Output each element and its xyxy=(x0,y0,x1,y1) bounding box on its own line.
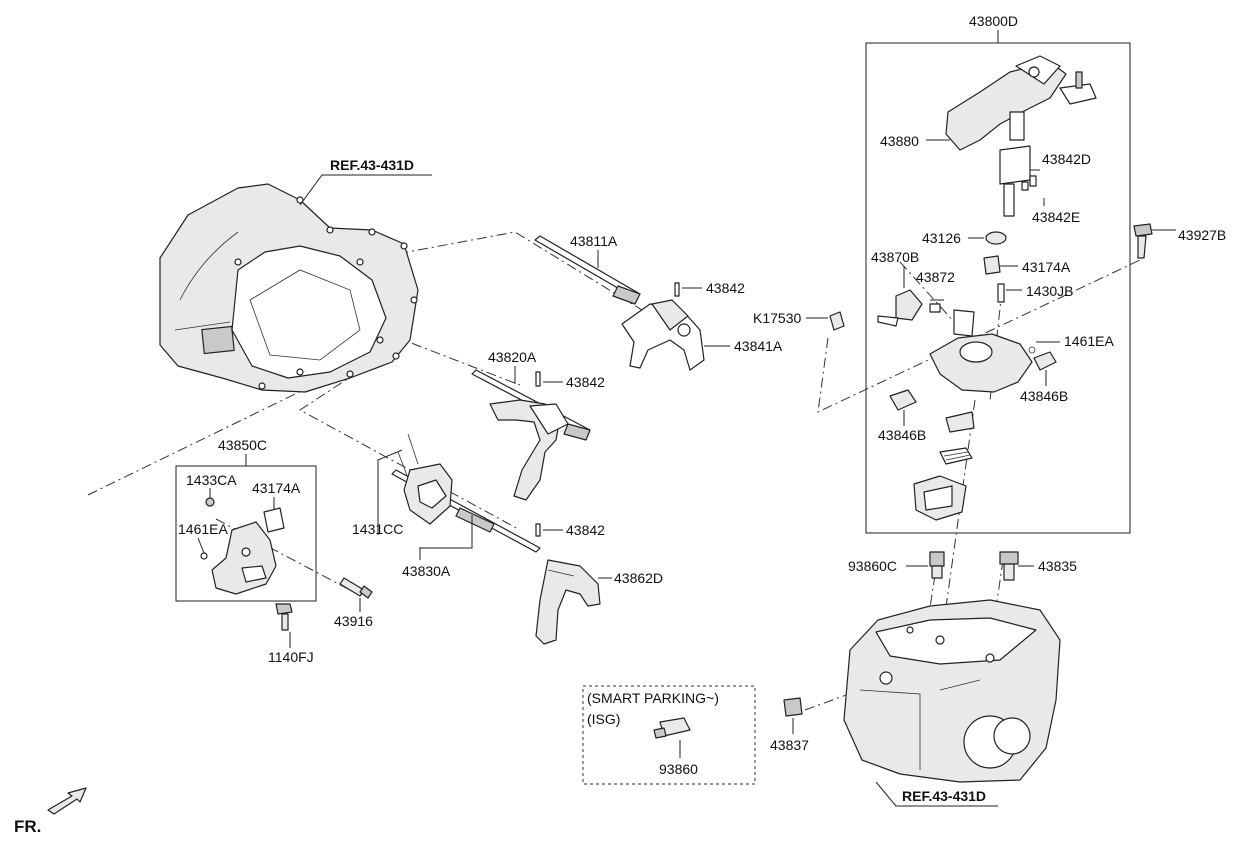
label-1461EA-left: 1461EA xyxy=(178,521,228,537)
label-43842-a: 43842 xyxy=(706,280,745,296)
bushing-43174A-left xyxy=(263,507,285,533)
label-1431CC: 1431CC xyxy=(352,521,403,537)
pin-43842D xyxy=(1029,175,1037,187)
label-1461EA-right: 1461EA xyxy=(1064,333,1114,349)
switch-93860C xyxy=(929,551,945,579)
label-43872: 43872 xyxy=(916,269,955,285)
label-43126: 43126 xyxy=(922,230,961,246)
detent-43846B-left xyxy=(889,389,917,411)
label-43842-b: 43842 xyxy=(566,374,605,390)
label-43174A-top: 43174A xyxy=(1022,259,1071,275)
front-direction-arrow-icon xyxy=(47,787,87,815)
label-93860C: 93860C xyxy=(848,558,897,574)
label-43837: 43837 xyxy=(770,737,809,753)
pin-43842-a xyxy=(674,282,680,297)
shift-rail-fork-43830A xyxy=(391,463,541,553)
label-43927B: 43927B xyxy=(1178,227,1226,243)
ref-label-top: REF.43-431D xyxy=(330,157,414,173)
pin-43842E xyxy=(1021,181,1029,191)
bolt-1140FJ xyxy=(275,603,293,631)
label-K17530: K17530 xyxy=(753,310,801,326)
label-43811A: 43811A xyxy=(570,233,618,249)
pin-43842-c xyxy=(535,523,541,537)
label-1430JB: 1430JB xyxy=(1026,283,1073,299)
label-43842-c: 43842 xyxy=(566,522,605,538)
label-43850C: 43850C xyxy=(218,437,267,453)
label-43846B-left: 43846B xyxy=(878,427,926,443)
control-housing xyxy=(929,309,1033,393)
label-43830A: 43830A xyxy=(402,563,451,579)
shift-rail-fork-43820A xyxy=(471,369,591,501)
pin-1431CC-a xyxy=(407,433,419,465)
bolt-43927B xyxy=(1133,223,1153,259)
clip-1461EA-right xyxy=(1028,346,1036,354)
plug-43837 xyxy=(783,697,803,717)
pin-1431CC-b xyxy=(397,451,409,479)
pin-43842-b xyxy=(535,371,541,387)
label-93860: 93860 xyxy=(659,761,698,777)
transmission-case-bottom-right xyxy=(843,599,1061,783)
option-box-smart-parking xyxy=(582,685,756,785)
label-1140FJ: 1140FJ xyxy=(268,649,314,665)
plug-43835 xyxy=(999,551,1019,581)
shift-lug-43841A xyxy=(621,299,705,371)
label-43870B: 43870B xyxy=(871,249,919,265)
option-line-smart-parking: (SMART PARKING~) xyxy=(587,690,719,706)
label-43862D: 43862D xyxy=(614,570,663,586)
label-43916: 43916 xyxy=(334,613,373,629)
label-43835: 43835 xyxy=(1038,558,1077,574)
label-43846B-right: 43846B xyxy=(1020,388,1068,404)
ref-label-bottom: REF.43-431D xyxy=(902,788,986,804)
switch-93860 xyxy=(653,717,691,739)
shift-fork-43862D xyxy=(535,559,601,645)
label-43174A-left: 43174A xyxy=(252,480,301,496)
pin-1430JB xyxy=(997,283,1005,303)
pin-43872 xyxy=(929,303,941,313)
spring xyxy=(939,447,973,465)
label-43841A: 43841A xyxy=(734,338,783,354)
detent-43846B-right xyxy=(1033,351,1057,371)
bolt-43916 xyxy=(339,577,373,599)
shift-shaft-43800D xyxy=(999,145,1031,217)
transmission-case-top-left xyxy=(159,183,419,393)
select-lever-43870B xyxy=(877,289,923,327)
lever-housing-43880 xyxy=(945,55,1097,151)
label-43842E: 43842E xyxy=(1032,209,1080,225)
interlock-plate xyxy=(945,411,975,433)
label-43820A: 43820A xyxy=(488,349,537,365)
label-1433CA: 1433CA xyxy=(186,472,237,488)
label-43880: 43880 xyxy=(880,133,919,149)
label-43842D: 43842D xyxy=(1042,151,1091,167)
washer-43126 xyxy=(985,231,1007,245)
fr-mark: FR. xyxy=(14,817,41,836)
shift-lever-43850C xyxy=(211,521,277,595)
bushing-43174A-top xyxy=(983,255,1001,275)
sensor-K17530 xyxy=(829,311,845,331)
pin-1433CA xyxy=(205,497,215,507)
option-line-isg: (ISG) xyxy=(587,711,620,727)
clip-1461EA-left xyxy=(200,552,208,560)
label-43800D: 43800D xyxy=(969,13,1018,29)
shift-rail-43811A xyxy=(534,235,641,305)
